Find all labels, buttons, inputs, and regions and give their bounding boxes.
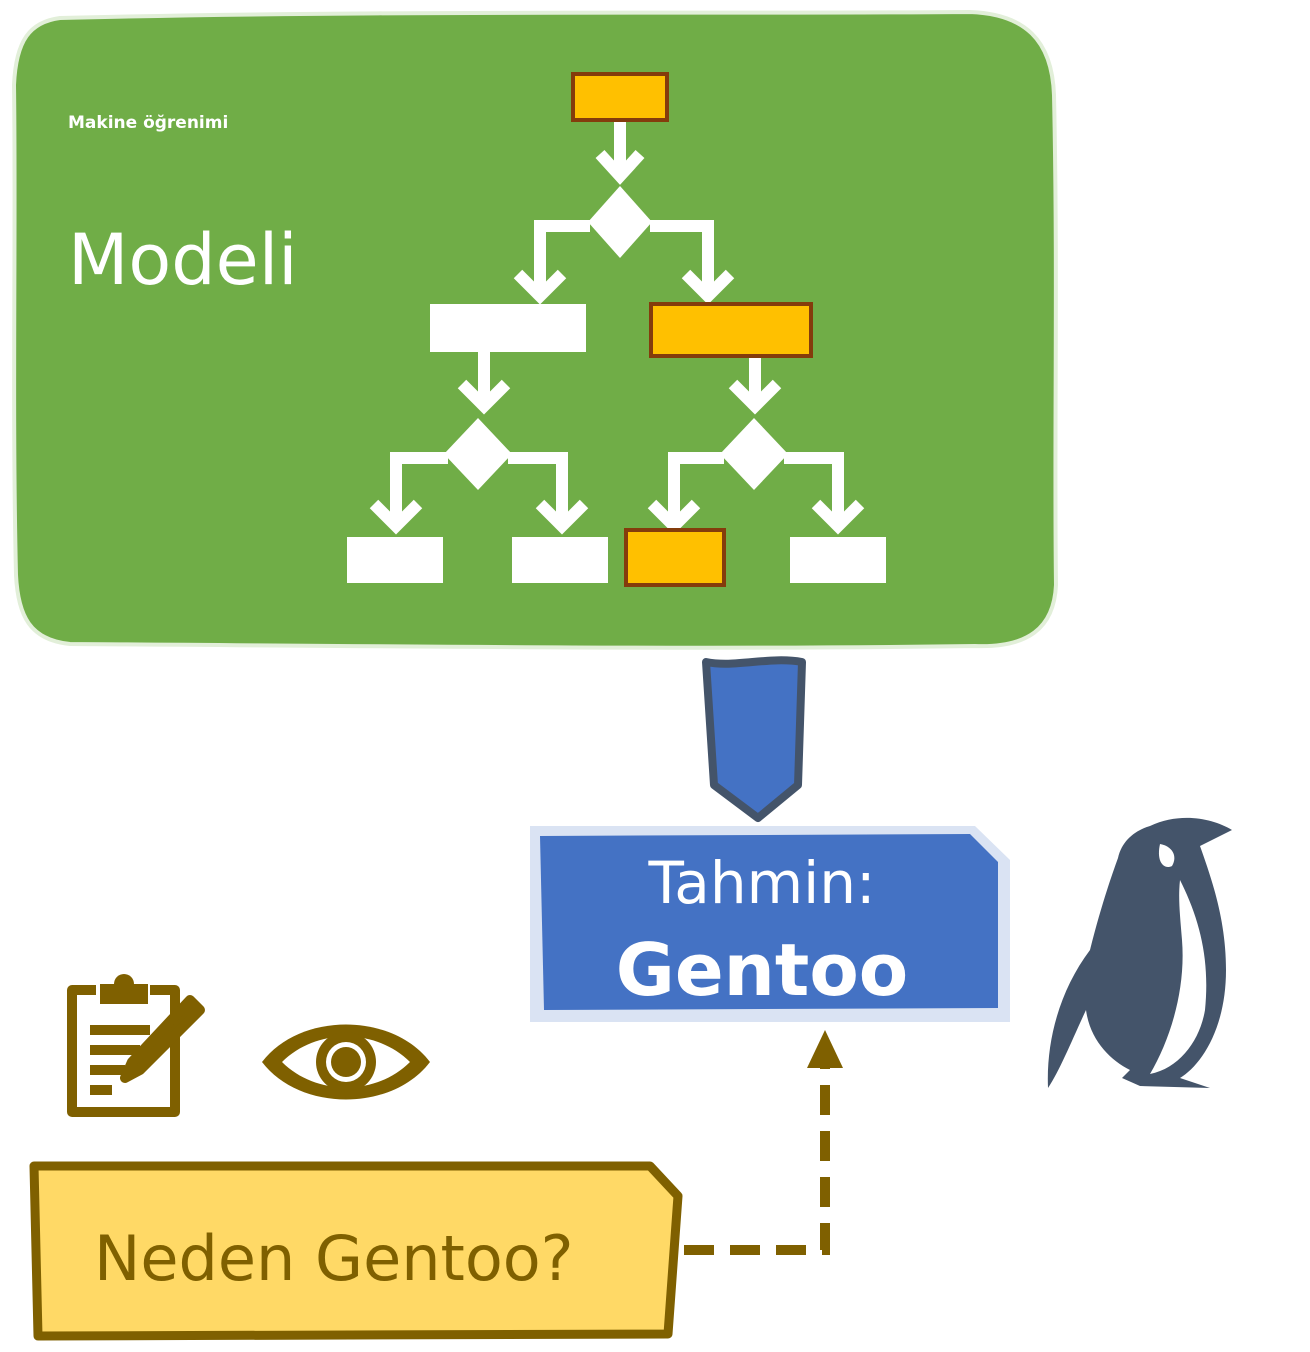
clipboard-pencil-icon bbox=[67, 974, 205, 1117]
question-box: Neden Gentoo? bbox=[29, 1161, 683, 1341]
tree-decision-diamond bbox=[588, 186, 652, 258]
prediction-box: Tahmin: Gentoo bbox=[530, 826, 1010, 1022]
tree-leaf-3-highlighted bbox=[624, 528, 726, 587]
tree-node-left bbox=[430, 304, 586, 352]
question-text: Neden Gentoo? bbox=[94, 1222, 574, 1295]
prediction-value: Gentoo bbox=[616, 928, 909, 1012]
tree-decision-diamond-right bbox=[720, 418, 788, 490]
decision-tree-icon bbox=[347, 72, 886, 587]
tree-branches-level3 bbox=[369, 452, 865, 535]
tree-leaf-4 bbox=[790, 537, 886, 583]
dashed-arrow-up-icon bbox=[684, 1030, 843, 1255]
penguin-eye-patch bbox=[1158, 844, 1175, 868]
prediction-box-background bbox=[540, 834, 998, 1010]
tree-decision-diamond-left bbox=[444, 418, 512, 490]
penguin-icon bbox=[1047, 817, 1232, 1088]
prediction-label: Tahmin: bbox=[647, 849, 875, 917]
tree-leaf-2 bbox=[512, 537, 608, 583]
tree-leaf-1 bbox=[347, 537, 443, 583]
model-subtitle: Makine öğrenimi bbox=[68, 113, 228, 133]
tree-branches-top bbox=[513, 220, 735, 305]
tree-arrow bbox=[595, 122, 645, 185]
tree-arrows-level2 bbox=[457, 352, 782, 415]
block-arrow-down-icon bbox=[702, 656, 806, 822]
eye-icon bbox=[262, 1024, 430, 1100]
tree-root-node bbox=[571, 72, 669, 122]
penguin-belly bbox=[1150, 880, 1207, 1074]
tree-node-right-highlighted bbox=[649, 302, 813, 358]
question-box-background bbox=[29, 1161, 683, 1341]
model-title: Modeli bbox=[68, 219, 298, 301]
